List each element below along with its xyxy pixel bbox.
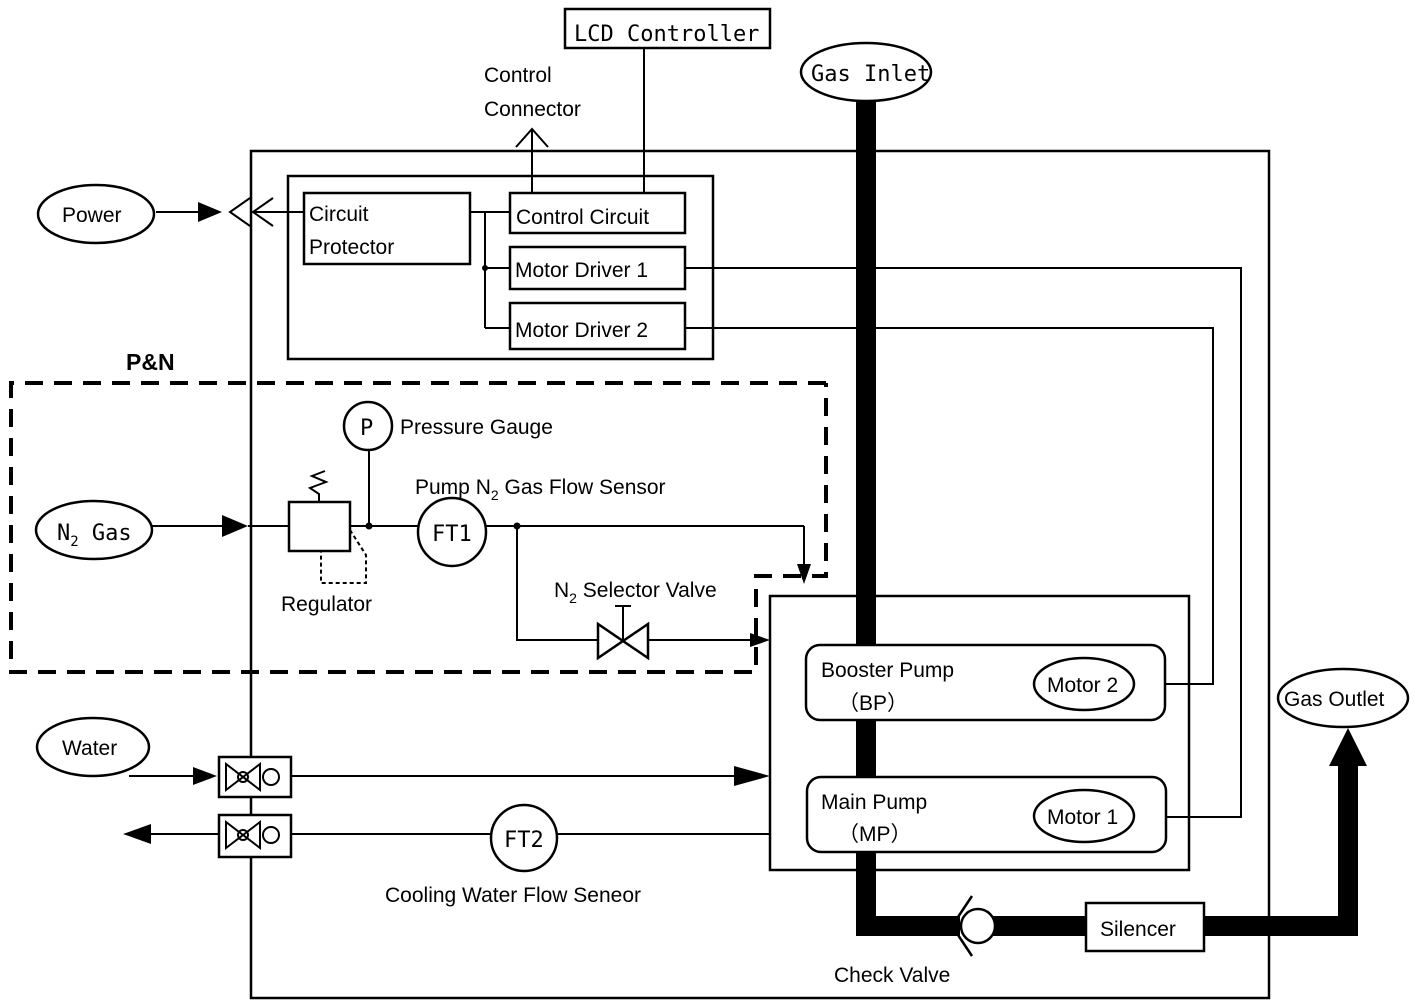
ft2-sensor — [489, 803, 559, 873]
power-label: Power — [62, 204, 122, 227]
check-valve-label: Check Valve — [834, 964, 950, 987]
pn-boundary — [9, 381, 828, 674]
motor-2-label: Motor 2 — [1047, 674, 1118, 697]
pn-label: P&N — [126, 349, 175, 375]
n2-gas-arrow — [222, 515, 248, 537]
selector-out-arrow — [750, 633, 770, 647]
selector-branch-line — [516, 526, 598, 641]
motor-driver-2-box — [508, 301, 687, 351]
water-out-valve-icon — [217, 813, 293, 859]
water-label: Water — [62, 737, 117, 760]
ft1-label: FT1 — [432, 522, 472, 547]
motor-2-icon — [1032, 656, 1136, 712]
gas-outlet-arrow — [1329, 728, 1367, 766]
power-terminal — [36, 183, 156, 245]
water-in-valve-icon — [217, 755, 293, 799]
water-to-pump-arrow — [734, 766, 770, 786]
motor-1-icon — [1032, 788, 1136, 844]
lcd-controller-label: LCD Controller — [574, 22, 759, 47]
water-terminal — [35, 716, 151, 778]
water-in-arrow — [193, 767, 217, 785]
main-enclosure — [249, 149, 1271, 1000]
control-connector-label-1: Control — [484, 64, 552, 87]
pressure-gauge-symbol: P — [360, 416, 373, 441]
ft1-sensor — [416, 496, 488, 568]
pressure-gauge-icon — [342, 400, 394, 452]
motor-driver-1-wire — [685, 267, 1242, 818]
regulator-body — [287, 500, 352, 553]
gas-inlet-label: Gas Inlet — [811, 62, 930, 87]
regulator-sense-line — [320, 529, 367, 584]
n2-gas-terminal — [34, 499, 154, 561]
pump-assembly-box — [768, 594, 1191, 872]
control-connector-label-2: Connector — [484, 98, 581, 121]
power-arrow — [198, 202, 222, 222]
n2-to-pump-arrow — [797, 564, 811, 584]
silencer-box — [1084, 901, 1206, 953]
check-valve-icon — [959, 907, 997, 945]
motor-driver-1-box — [508, 245, 687, 291]
ft2-label: FT2 — [504, 828, 544, 853]
regulator-label: Regulator — [281, 593, 372, 616]
control-circuit-box — [508, 191, 687, 235]
regulator-spring-icon — [307, 470, 329, 502]
motor-1-label: Motor 1 — [1047, 806, 1118, 829]
gas-main-pipe — [856, 101, 960, 936]
gas-pipe-silencer-to-outlet — [1204, 764, 1358, 936]
silencer-label: Silencer — [1100, 918, 1176, 941]
circuit-protector-label-2: Protector — [309, 236, 394, 259]
lcd-controller-box — [563, 7, 772, 50]
main-pump-abbr: （MP） — [838, 823, 912, 846]
main-pump-label: Main Pump — [821, 791, 927, 814]
motor-driver-2-wire — [685, 327, 1214, 685]
pressure-gauge-label: Pressure Gauge — [400, 416, 553, 439]
booster-pump-label: Booster Pump — [821, 659, 954, 682]
circuit-protector-box — [302, 191, 472, 266]
n2-selector-valve-label: N2 Selector Valve — [554, 579, 717, 606]
check-valve-seat — [950, 895, 974, 957]
booster-pump-abbr: （BP） — [838, 692, 908, 715]
bus-junction — [482, 265, 488, 271]
n2-gas-label: N2 Gas — [57, 521, 132, 550]
water-out-arrow — [123, 824, 151, 844]
control-circuit-label: Control Circuit — [516, 206, 649, 229]
cooling-water-flow-sensor-label: Cooling Water Flow Seneor — [385, 884, 641, 907]
pump-n2-flow-sensor-label: Pump N2 Gas Flow Sensor — [415, 476, 666, 503]
motor-driver-2-label: Motor Driver 2 — [515, 319, 648, 342]
motor-driver-1-label: Motor Driver 1 — [515, 259, 648, 282]
circuit-protector-label-1: Circuit — [309, 203, 369, 226]
gas-outlet-label: Gas Outlet — [1284, 688, 1385, 711]
power-connector-outer — [228, 197, 251, 227]
gas-outlet-terminal — [1276, 667, 1410, 729]
